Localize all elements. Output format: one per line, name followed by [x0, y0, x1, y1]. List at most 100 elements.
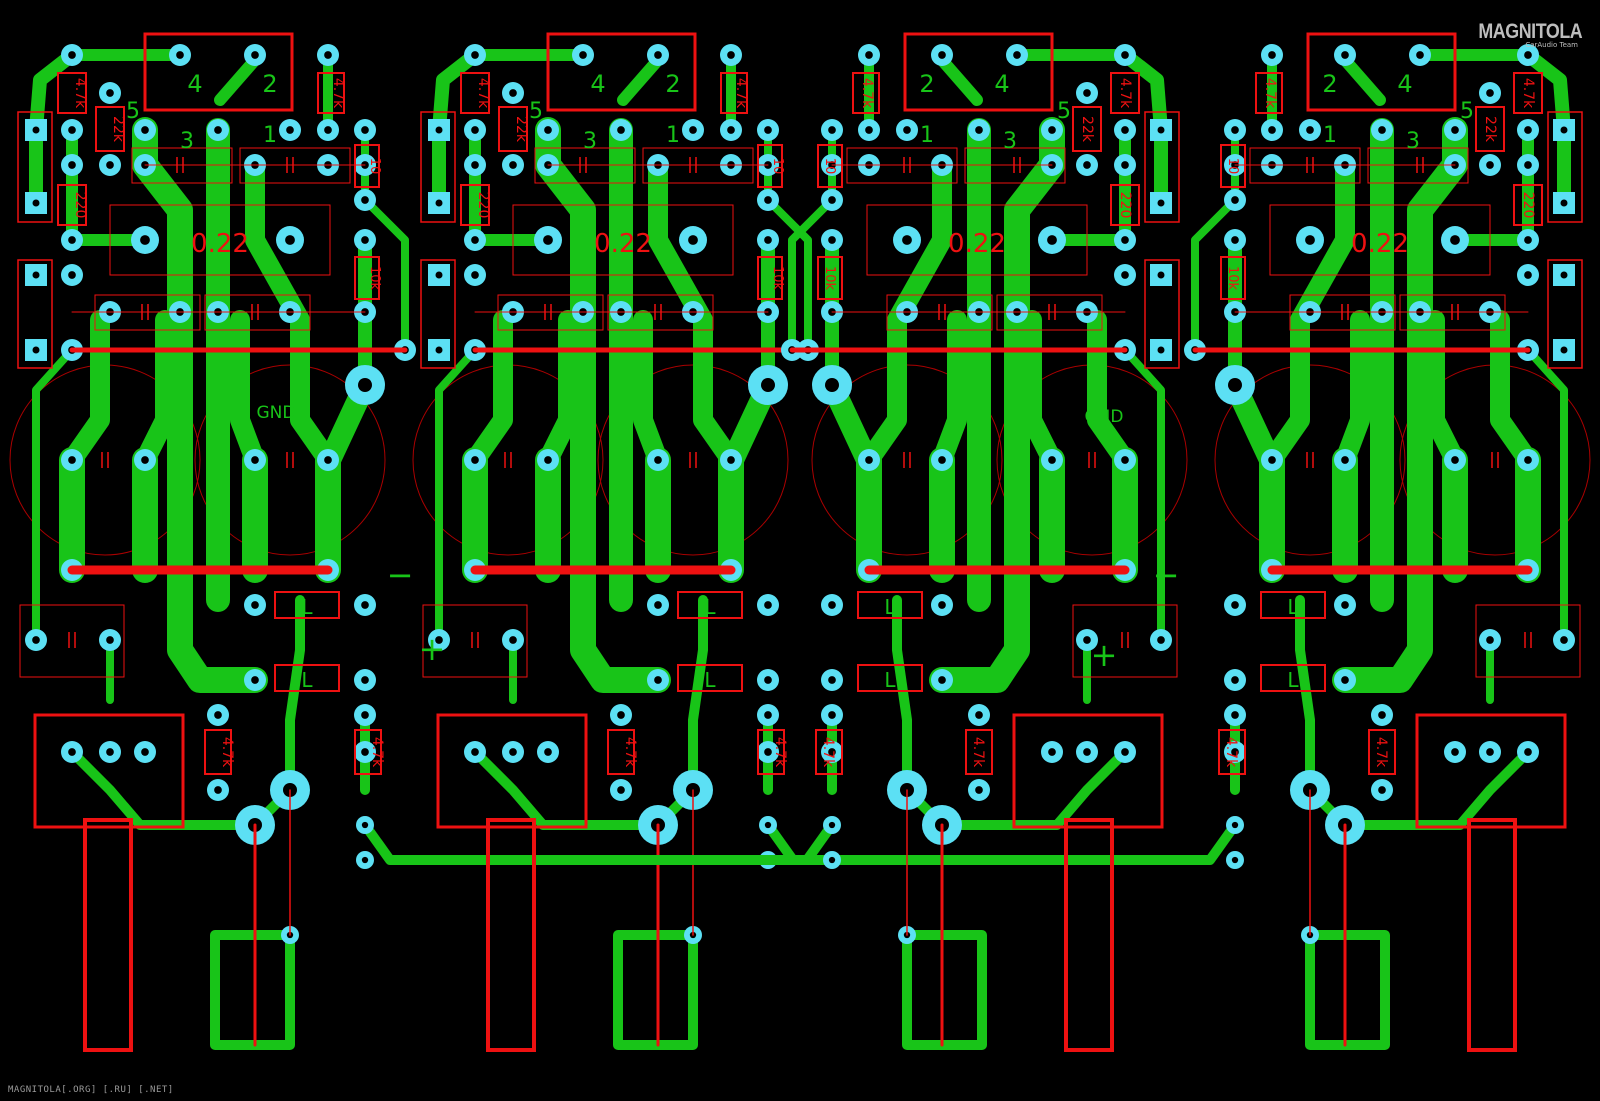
copper-trace — [470, 747, 663, 830]
pad-drill — [435, 199, 443, 207]
resistor-value-label: 4.7k — [1117, 78, 1133, 109]
copper-trace — [1295, 595, 1315, 795]
pad-drill — [106, 89, 114, 97]
pad-drill — [902, 235, 912, 245]
copper-trace — [1339, 54, 1386, 106]
silk-outline — [354, 144, 380, 188]
pad-drill — [1486, 636, 1494, 644]
resistor-value-label: 22k — [1079, 116, 1095, 143]
pad-drill — [825, 378, 839, 392]
resistor-value-label: 4.7k — [72, 78, 88, 109]
pin-label-4: 4 — [994, 70, 1009, 98]
pin-label-5: 5 — [1057, 99, 1071, 124]
pad-drill — [1083, 636, 1091, 644]
pad-drill — [1524, 161, 1532, 169]
resistor-value-label: 22k — [1482, 116, 1498, 143]
silk-outline — [866, 204, 1088, 276]
ground-label-left: GND — [257, 403, 296, 423]
pad-drill — [1121, 236, 1129, 244]
pad-drill — [1157, 126, 1165, 134]
pad-drill — [938, 601, 946, 609]
copper-trace — [1118, 48, 1168, 207]
silk-outline — [1547, 111, 1583, 223]
pad-drill — [214, 126, 222, 134]
resistor-value-label: 4.7k — [859, 78, 875, 109]
pad-drill — [471, 51, 479, 59]
pad-drill — [617, 711, 625, 719]
resistor-value-label: 220 — [1117, 192, 1133, 219]
silk-outline — [1218, 729, 1246, 775]
pad-drill — [324, 456, 332, 464]
pad-drill — [141, 748, 149, 756]
amplifier-channel-center-right — [572, 32, 1188, 1052]
pad-drill — [727, 51, 735, 59]
pin-label-5: 5 — [126, 99, 140, 124]
pad-drill — [1157, 346, 1165, 354]
silk-outline — [677, 591, 743, 619]
pin-label-3: 3 — [1406, 129, 1420, 154]
pad-drill — [764, 236, 772, 244]
pad-drill — [938, 676, 946, 684]
polarity-plus-right: + — [1091, 636, 1118, 674]
copper-trace — [975, 820, 1240, 865]
resistor-value-label: 4.7k — [219, 737, 235, 768]
pad-drill — [140, 235, 150, 245]
ground-label-right: GND — [1085, 407, 1124, 427]
resistor-value-label: 10 — [822, 158, 837, 175]
pad-drill — [828, 748, 836, 756]
pad-drill — [214, 786, 222, 794]
pad-drill — [544, 456, 552, 464]
pad-drill — [1231, 821, 1239, 829]
silk-outline — [720, 72, 748, 114]
pin-label-5: 5 — [529, 99, 543, 124]
pad-drill — [1157, 199, 1165, 207]
pad-drill — [1416, 51, 1424, 59]
silk-outline — [1306, 32, 1457, 112]
silk-outline — [1072, 604, 1178, 678]
pad-drill — [509, 636, 517, 644]
copper-trace — [1521, 48, 1571, 207]
resistor-value-label: 10k — [1225, 266, 1240, 291]
polarity-plus-left: + — [419, 630, 446, 668]
pad-drill — [251, 456, 259, 464]
logo-subtitle: CarAudio Team — [1525, 41, 1578, 49]
silk-outline — [109, 204, 331, 276]
pad-drill — [764, 601, 772, 609]
pad-drill — [1231, 711, 1239, 719]
pad-drill — [1560, 346, 1568, 354]
silk-outline — [1475, 106, 1505, 152]
copper-trace — [1490, 310, 1538, 470]
inductor-label: L — [301, 595, 313, 619]
silk-outline — [460, 184, 490, 226]
silk-outline — [486, 818, 536, 1052]
pad-drill — [471, 748, 479, 756]
silk-outline — [1415, 713, 1567, 829]
inductor-label: L — [884, 668, 896, 692]
silk-outline — [757, 256, 783, 300]
pad-drill — [1524, 126, 1532, 134]
pad-drill — [509, 161, 517, 169]
pad-drill — [435, 126, 443, 134]
resistor-value-label: 22k — [513, 116, 529, 143]
brand-logo: MAGNITOLA CarAudio Team — [1460, 20, 1582, 49]
pad-drill — [1157, 636, 1165, 644]
resistor-value-label: 10 — [1225, 158, 1240, 175]
silk-outline — [83, 818, 133, 1052]
silk-outline — [1475, 604, 1581, 678]
pad-drill — [361, 856, 369, 864]
silk-outline — [33, 713, 185, 829]
resistor-value-label: 0.22 — [948, 229, 1006, 259]
resistor-value-label: 220 — [72, 192, 88, 219]
copper-trace — [1087, 310, 1135, 470]
silk-outline — [965, 729, 993, 775]
pad-drill — [1378, 786, 1386, 794]
copper-trace — [892, 595, 912, 795]
silk-outline — [436, 713, 588, 829]
copper-trace — [214, 54, 261, 106]
pad-drill — [1268, 51, 1276, 59]
pad-drill — [975, 786, 983, 794]
copper-trace — [902, 930, 987, 1050]
silk-outline — [1513, 184, 1543, 226]
pad-drill — [764, 711, 772, 719]
pad-drill — [1450, 235, 1460, 245]
